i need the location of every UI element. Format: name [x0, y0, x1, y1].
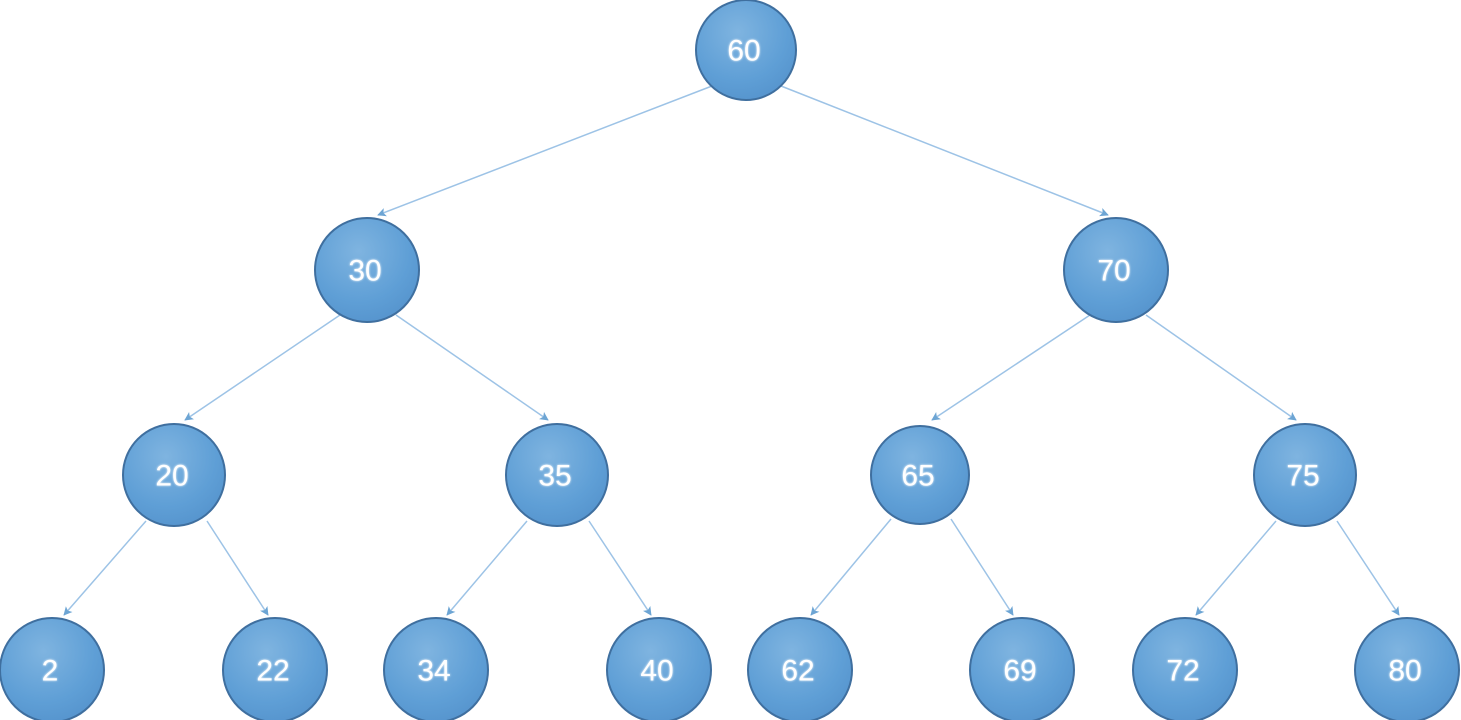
- tree-node[interactable]: 72: [1132, 617, 1238, 720]
- tree-edge: [780, 85, 1109, 217]
- tree-node[interactable]: 30: [314, 217, 420, 323]
- tree-edge: [1336, 520, 1400, 616]
- node-circle[interactable]: [383, 617, 489, 720]
- node-label: 62: [781, 655, 814, 688]
- node-circle[interactable]: [870, 425, 970, 525]
- node-label: 60: [727, 35, 760, 68]
- node-circle[interactable]: [1253, 423, 1357, 527]
- node-label: 80: [1388, 655, 1421, 688]
- tree-node[interactable]: 2: [0, 617, 105, 720]
- node-circle[interactable]: [747, 617, 853, 720]
- node-label: 72: [1166, 655, 1199, 688]
- tree-node[interactable]: 60: [695, 0, 797, 101]
- node-circle[interactable]: [0, 617, 105, 720]
- node-circle[interactable]: [314, 217, 420, 323]
- node-label: 75: [1286, 460, 1319, 493]
- node-label: 22: [256, 655, 289, 688]
- tree-node[interactable]: 69: [969, 617, 1075, 720]
- tree-edge: [588, 520, 652, 616]
- tree-node[interactable]: 62: [747, 617, 853, 720]
- tree-node[interactable]: 34: [383, 617, 489, 720]
- node-label: 40: [640, 655, 673, 688]
- node-circle[interactable]: [1132, 617, 1238, 720]
- tree-node[interactable]: 75: [1253, 423, 1357, 527]
- node-circle[interactable]: [505, 423, 609, 527]
- tree-edges: [63, 85, 1400, 616]
- tree-node[interactable]: 80: [1354, 617, 1460, 720]
- tree-node[interactable]: 65: [870, 425, 970, 525]
- node-label: 35: [538, 460, 571, 493]
- node-circle[interactable]: [695, 0, 797, 101]
- node-label: 70: [1097, 255, 1130, 288]
- node-label: 69: [1003, 655, 1036, 688]
- node-circle[interactable]: [1063, 217, 1169, 323]
- tree-node[interactable]: 20: [122, 423, 226, 527]
- node-circle[interactable]: [122, 423, 226, 527]
- tree-node[interactable]: 70: [1063, 217, 1169, 323]
- tree-edge: [377, 85, 713, 217]
- tree-edge: [810, 518, 892, 616]
- node-label: 20: [155, 460, 188, 493]
- tree-edge: [1195, 520, 1277, 616]
- node-circle[interactable]: [606, 617, 712, 720]
- tree-edge: [931, 314, 1091, 421]
- tree-edge: [1145, 314, 1297, 421]
- tree-edge: [63, 520, 147, 616]
- node-circle[interactable]: [969, 617, 1075, 720]
- node-circle[interactable]: [1354, 617, 1460, 720]
- node-label: 2: [42, 655, 59, 688]
- node-label: 34: [417, 655, 450, 688]
- tree-edge: [950, 518, 1014, 616]
- node-label: 65: [901, 460, 934, 493]
- node-circle[interactable]: [222, 617, 328, 720]
- tree-node[interactable]: 22: [222, 617, 328, 720]
- tree-edge: [184, 314, 341, 421]
- tree-edge: [395, 314, 549, 421]
- tree-node[interactable]: 40: [606, 617, 712, 720]
- tree-edge: [446, 520, 528, 616]
- tree-node[interactable]: 35: [505, 423, 609, 527]
- tree-edge: [206, 520, 269, 616]
- node-label: 30: [348, 255, 381, 288]
